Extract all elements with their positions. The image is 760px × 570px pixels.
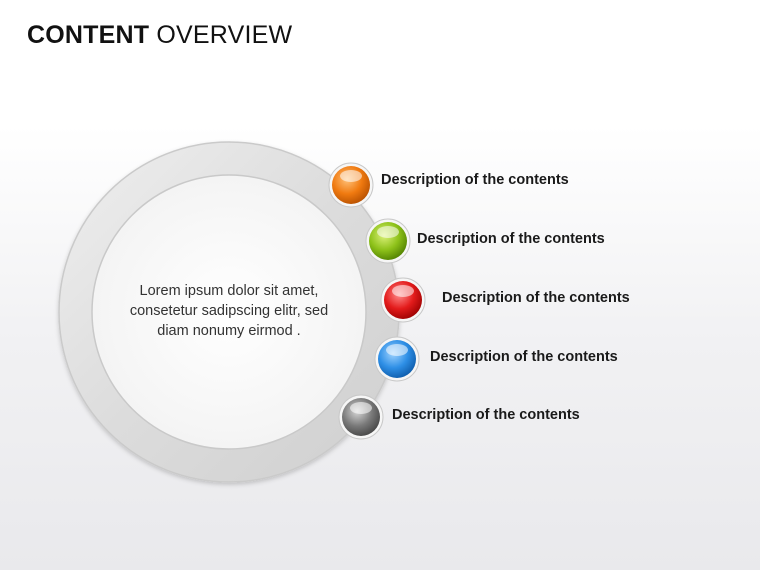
- green-ball: [365, 218, 411, 264]
- page-title: CONTENT OVERVIEW: [27, 20, 292, 50]
- item-label-2: Description of the contents: [417, 231, 605, 247]
- marker-balls: [328, 162, 426, 440]
- ball-highlight: [340, 170, 362, 182]
- ball-highlight: [392, 285, 414, 297]
- item-label-4: Description of the contents: [430, 349, 618, 365]
- ball-highlight: [350, 402, 372, 414]
- center-description: Lorem ipsum dolor sit amet, consetetur s…: [129, 283, 329, 339]
- gray-ball: [338, 394, 384, 440]
- orange-ball: [328, 162, 374, 208]
- ball-highlight: [386, 344, 408, 356]
- item-label-3: Description of the contents: [442, 290, 630, 306]
- item-label-1: Description of the contents: [381, 172, 569, 188]
- item-label-5: Description of the contents: [392, 407, 580, 423]
- page-title-light: OVERVIEW: [156, 21, 293, 49]
- red-ball: [380, 277, 426, 323]
- ball-highlight: [377, 226, 399, 238]
- page-title-bold: CONTENT: [27, 21, 150, 49]
- blue-ball: [374, 336, 420, 382]
- inner-disc: [91, 174, 367, 450]
